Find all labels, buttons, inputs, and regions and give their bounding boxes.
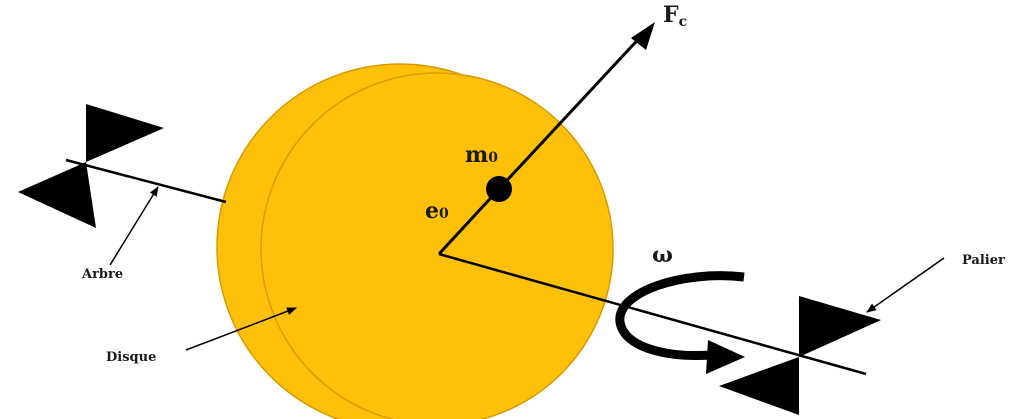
disc — [216, 63, 614, 419]
shaft-right — [438, 252, 867, 376]
eccentricity-line — [437, 187, 501, 256]
mass-label: m0 — [465, 142, 498, 168]
shaft-leader — [109, 186, 159, 266]
right-bearing-upper — [799, 296, 881, 357]
rotation-arrow — [615, 271, 745, 374]
centrifugal-force-arrow — [497, 30, 647, 191]
force-arrowhead — [631, 22, 655, 50]
shaft-label: Arbre — [81, 267, 123, 282]
rotation-arrowhead — [706, 340, 745, 374]
mass-label-subscript: 0 — [488, 150, 498, 166]
shaft-left — [65, 158, 227, 204]
disc-leader — [185, 307, 297, 351]
bearing-label: Palier — [962, 253, 1005, 268]
left-bearing-upper — [86, 104, 164, 162]
eccentricity-label: e0 — [425, 198, 449, 224]
unbalance-mass — [486, 176, 512, 202]
eccentricity-label-subscript: 0 — [439, 206, 449, 222]
force-label-subscript: c — [679, 14, 688, 30]
left-bearing-lower — [18, 162, 96, 228]
left-bearing — [18, 104, 164, 228]
force-label: Fc — [663, 2, 687, 30]
bearing-leader — [866, 257, 945, 313]
disc-label: Disque — [106, 350, 156, 365]
rotation-arc — [615, 271, 745, 360]
right-bearing — [719, 296, 881, 415]
right-bearing-lower — [719, 357, 799, 415]
omega-label: ω — [652, 242, 673, 268]
